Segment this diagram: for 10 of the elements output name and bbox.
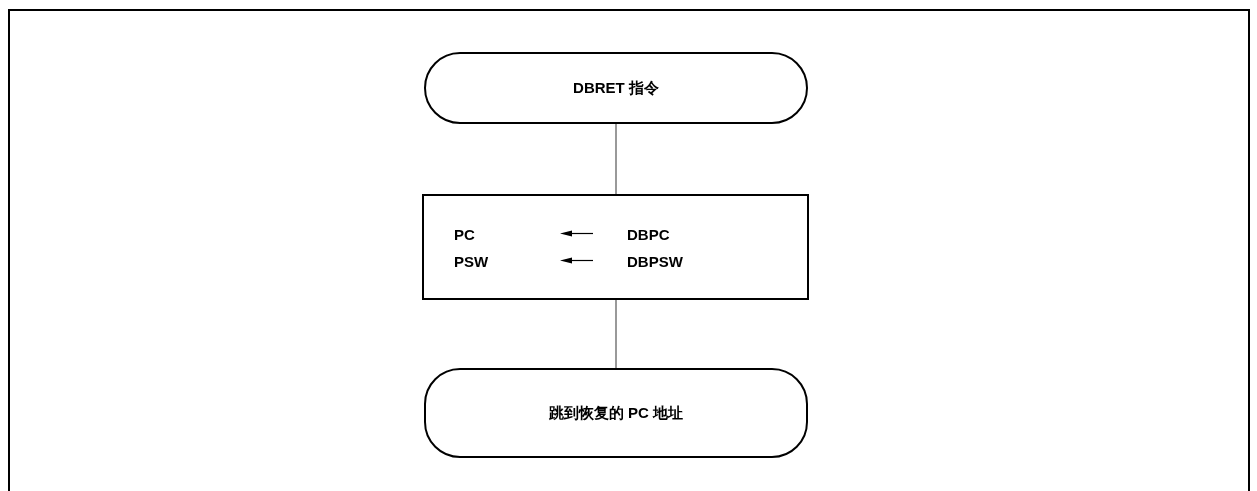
terminal-label: DBRET 指令 xyxy=(573,78,659,98)
terminal-box xyxy=(424,368,808,458)
connector-line xyxy=(615,299,617,369)
register-name: DBPSW xyxy=(627,253,683,270)
register-name: PC xyxy=(454,226,475,243)
register-name: PSW xyxy=(454,253,489,270)
connector-line xyxy=(615,123,617,195)
process-box xyxy=(422,194,809,300)
register-name: DBPC xyxy=(627,226,670,243)
terminal-label: 跳到恢复的 PC 地址 xyxy=(548,403,684,423)
